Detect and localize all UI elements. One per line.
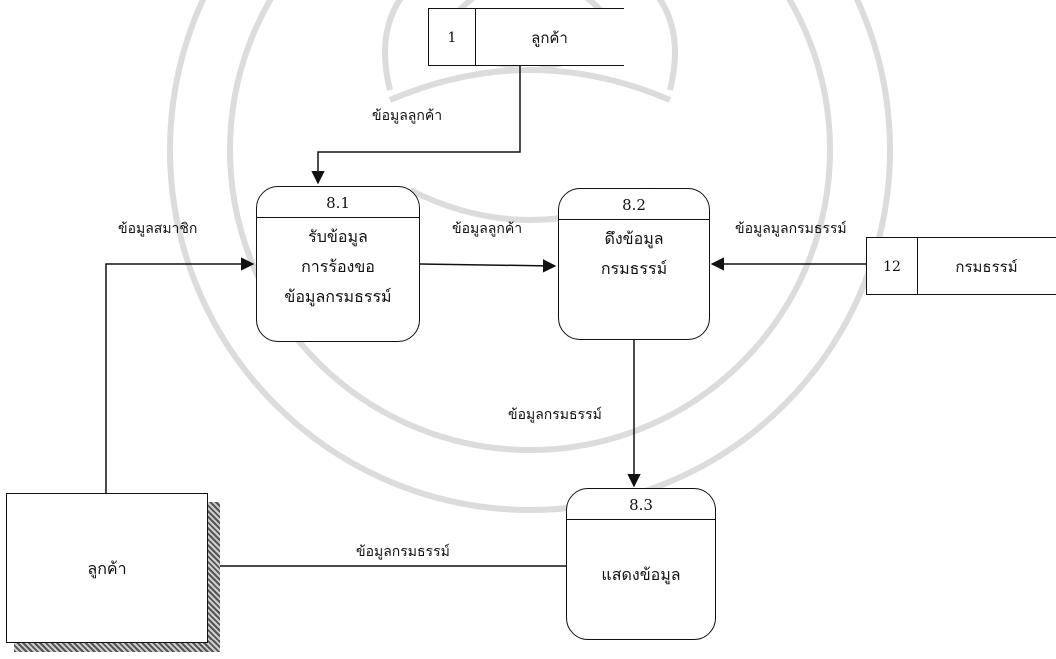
entity-shadow-right	[206, 502, 220, 652]
process-line: ดึงข้อมูล	[604, 229, 664, 248]
process-line: การร้องขอ	[301, 257, 375, 276]
flow-8-1-to-8-2	[419, 259, 557, 273]
entity-label: ลูกค้า	[87, 559, 127, 578]
process-id: 8.3	[567, 489, 715, 520]
flow-label-8-3-to-entity: ข้อมูลกรมธรรม์	[356, 544, 450, 560]
flow-label-8-2-to-8-3: ข้อมูลกรมธรรม์	[508, 407, 602, 423]
entity-shadow-bottom	[14, 640, 220, 652]
process-8-1: 8.1 รับข้อมูล การร้องขอ ข้อมูลกรมธรรม์	[256, 186, 420, 342]
process-line: กรมธรรม์	[600, 259, 668, 278]
process-line: รับข้อมูล	[308, 227, 368, 246]
flow-label-entity-to-8-1: ข้อมูลสมาชิก	[118, 221, 198, 237]
process-id: 8.1	[257, 187, 419, 218]
store-id: 1	[429, 9, 476, 65]
process-label: แสดงข้อมูล	[567, 520, 715, 590]
flow-label-store1-to-8-1: ข้อมูลลูกค้า	[372, 108, 443, 124]
flow-label-store12-to-8-2: ข้อมูลมูลกรมธรรม์	[735, 221, 847, 237]
store-name: ลูกค้า	[531, 29, 568, 47]
external-entity-customer: ลูกค้า	[6, 493, 208, 643]
process-label: รับข้อมูล การร้องขอ ข้อมูลกรมธรรม์	[257, 218, 419, 312]
process-line: แสดงข้อมูล	[601, 565, 681, 584]
store-id: 12	[867, 238, 918, 294]
flow-store1-to-8-1	[311, 66, 521, 185]
process-line: ข้อมูลกรมธรรม์	[284, 287, 392, 306]
process-id: 8.2	[559, 189, 709, 220]
process-8-2: 8.2 ดึงข้อมูล กรมธรรม์	[558, 188, 710, 340]
data-store-policy: 12 กรมธรรม์	[866, 237, 1056, 295]
flow-label-8-1-to-8-2: ข้อมูลลูกค้า	[452, 221, 523, 237]
process-8-3: 8.3 แสดงข้อมูล	[566, 488, 716, 640]
data-store-customer: 1 ลูกค้า	[428, 8, 624, 66]
flow-entity-to-8-1	[105, 257, 255, 493]
process-label: ดึงข้อมูล กรมธรรม์	[559, 220, 709, 284]
store-name: กรมธรรม์	[955, 258, 1018, 276]
